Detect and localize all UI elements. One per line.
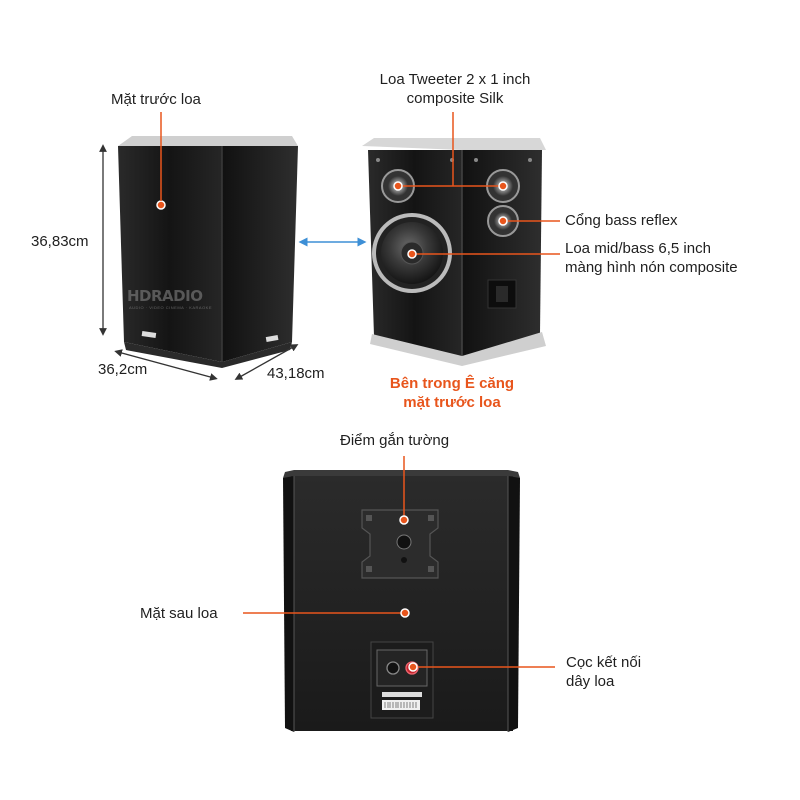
- midbass-label-line1: Loa mid/bass 6,5 inch: [565, 240, 711, 257]
- front-label: Mặt trước loa: [111, 91, 201, 108]
- depth-arrow: [234, 344, 299, 380]
- inside-caption: Bên trong Ê căng mặt trước loa: [372, 374, 532, 412]
- midbass-leader: [407, 249, 560, 259]
- bass-reflex-leader: [498, 216, 560, 226]
- bass-reflex-label: Cổng bass reflex: [565, 212, 678, 229]
- watermark-tagline: AUDIO · VIDEO CINEMA · KARAOKE: [129, 305, 213, 310]
- rear-speaker: [283, 470, 520, 732]
- rear-label: Mặt sau loa: [140, 605, 218, 622]
- inside-caption-line1: Bên trong Ê căng: [389, 375, 515, 392]
- midbass-label-line2: màng hình nón composite: [565, 259, 738, 276]
- watermark-logo: HDRADIO: [127, 287, 203, 305]
- terminal-label: Cọc kết nối dây loa: [566, 653, 641, 691]
- terminal-leader: [408, 662, 555, 672]
- terminal-label-line2: dây loa: [566, 673, 615, 690]
- rear-leader: [243, 608, 410, 618]
- terminal-label-line1: Cọc kết nối: [566, 654, 642, 671]
- width-dimension: 36,2cm: [98, 361, 148, 378]
- wall-mount-leader: [399, 456, 409, 525]
- height-dimension: 36,83cm: [31, 233, 89, 250]
- tweeter-label: Loa Tweeter 2 x 1 inch composite Silk: [360, 70, 550, 108]
- inside-caption-line2: mặt trước loa: [403, 394, 501, 411]
- depth-dimension: 43,18cm: [267, 365, 325, 382]
- width-arrow: [114, 349, 218, 381]
- front-speaker: [118, 136, 298, 368]
- tweeter-leader: [393, 112, 508, 191]
- inside-speaker: [362, 138, 546, 366]
- tweeter-label-line1: Loa Tweeter 2 x 1 inch: [379, 71, 531, 88]
- front-marker: [156, 200, 166, 210]
- midbass-label: Loa mid/bass 6,5 inch màng hình nón comp…: [565, 239, 738, 277]
- tweeter-label-line2: composite Silk: [406, 90, 504, 107]
- wall-mount-label: Điểm gắn tường: [340, 432, 450, 449]
